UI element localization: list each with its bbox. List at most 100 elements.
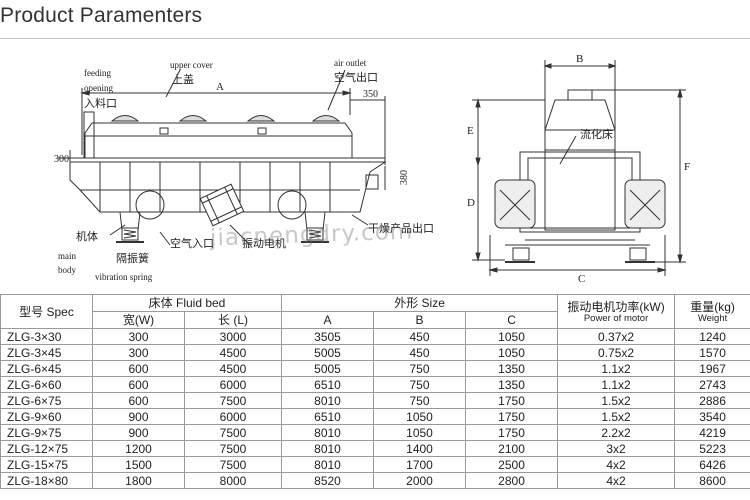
cell-power: 1.1x2 [557,376,676,393]
cell-width: 900 [92,408,185,425]
cell-a: 6510 [281,408,375,425]
cell-a: 5005 [281,360,375,377]
cell-c: 2800 [465,472,559,489]
cell-power: 1.1x2 [557,360,676,377]
cell-c: 2500 [465,456,559,473]
cell-power: 0.75x2 [557,344,676,361]
cell-b: 1700 [373,456,467,473]
cell-length: 4500 [183,360,283,377]
air-inlet-label-cn: 空气入口 [170,236,214,250]
cell-width: 1200 [92,440,185,457]
main-body-label-en-1: main [58,251,76,261]
cell-c: 1750 [465,392,559,409]
cell-power: 2.2x2 [557,424,676,441]
spring-label-en: vibration spring [95,272,153,282]
dimension-300-label: 300 [54,154,69,165]
technical-drawing: feeding opening 入料口 upper cover 上盖 air o… [54,53,690,285]
motor-label-cn: 振动电机 [242,236,286,250]
header-width: 宽(W) [92,311,185,329]
table-row: ZLG-12×75 1200 7500 8010 1400 2100 3x2 5… [0,440,750,457]
feeding-label-en-1: feeding [84,68,111,78]
header-power-en: Power of motor [583,312,649,324]
dimension-a-label: A [216,81,224,93]
cell-power: 4x2 [557,472,676,489]
cell-width: 1800 [92,472,185,489]
cell-length: 7500 [183,440,283,457]
cell-weight: 3540 [674,408,750,425]
cell-power: 0.37x2 [557,328,676,345]
header-weight-cn: 重量(kg) [690,299,735,314]
cell-weight: 1240 [674,328,750,345]
header-size: 外形 Size [281,294,559,312]
page-title: Product Paramenters [0,4,203,27]
cell-a: 6510 [281,376,375,393]
cell-width: 1500 [92,456,185,473]
cell-weight: 1967 [674,360,750,377]
header-power-cn: 振动电机功率(kW) [567,299,665,314]
cell-a: 8010 [281,392,375,409]
header-fluid-bed: 床体 Fluid bed [91,294,283,312]
cell-power: 1.5x2 [557,392,676,409]
cell-a: 8520 [281,472,375,489]
cell-length: 4500 [183,344,283,361]
cell-model: ZLG-15×75 [0,456,93,473]
spring-label-cn: 隔振簧 [116,251,149,265]
cell-a: 5005 [281,344,375,361]
feeding-label-en-2: opening [84,83,113,93]
cell-b: 450 [373,328,467,345]
cell-length: 7500 [183,456,283,473]
dimension-e-label: E [467,125,474,137]
dimension-b-label: B [576,53,583,65]
cell-model: ZLG-6×60 [0,376,93,393]
cell-width: 600 [92,376,185,393]
cell-power: 1.5x2 [557,408,676,425]
cell-width: 600 [92,360,185,377]
cell-width: 600 [92,392,185,409]
cell-model: ZLG-3×45 [0,344,93,361]
cell-length: 7500 [183,424,283,441]
cell-b: 750 [373,376,467,393]
dry-outlet-label-cn: 干燥产品出口 [368,221,434,235]
cell-b: 750 [373,392,467,409]
cell-weight: 2743 [674,376,750,393]
fluid-bed-label-cn: 流化床 [580,127,613,141]
cell-model: ZLG-9×60 [0,408,93,425]
cell-c: 1750 [465,408,559,425]
cell-power: 4x2 [557,456,676,473]
cell-model: ZLG-9×75 [0,424,93,441]
cell-width: 300 [92,344,185,361]
air-outlet-label-cn: 空气出口 [334,70,378,84]
cell-a: 8010 [281,456,375,473]
header-weight-en: Weight [697,312,728,324]
cell-b: 1050 [373,424,467,441]
end-view [472,60,686,276]
header-a: A [281,311,375,329]
table-row: ZLG-6×45 600 4500 5005 750 1350 1.1x2 19… [0,360,750,377]
cell-model: ZLG-18×80 [0,472,93,489]
header-length: 长 (L) [183,311,283,329]
table-row: ZLG-6×75 600 7500 8010 750 1750 1.5x2 28… [0,392,750,409]
cell-c: 1050 [465,344,559,361]
table-row: ZLG-3×45 300 4500 5005 450 1050 0.75x2 1… [0,344,750,361]
cell-length: 7500 [183,392,283,409]
cell-b: 2000 [373,472,467,489]
cell-c: 1350 [465,360,559,377]
dimension-350-label: 350 [363,89,378,100]
cell-length: 3000 [183,328,283,345]
cell-c: 1350 [465,376,559,393]
cell-length: 6000 [183,408,283,425]
cell-weight: 8600 [674,472,750,489]
feeding-label-cn: 入料口 [84,96,117,110]
header-model: 型号 Spec [0,294,93,329]
cell-a: 8010 [281,424,375,441]
cell-model: ZLG-6×45 [0,360,93,377]
cell-b: 1050 [373,408,467,425]
title-divider [0,38,750,39]
cell-model: ZLG-6×75 [0,392,93,409]
upper-cover-label-cn: 上盖 [172,72,194,86]
table-row: ZLG-6×60 600 6000 6510 750 1350 1.1x2 27… [0,376,750,393]
side-view [58,69,387,246]
header-weight: 重量(kg) Weight [674,294,750,329]
cell-a: 8010 [281,440,375,457]
dimension-c-label: C [578,273,585,285]
